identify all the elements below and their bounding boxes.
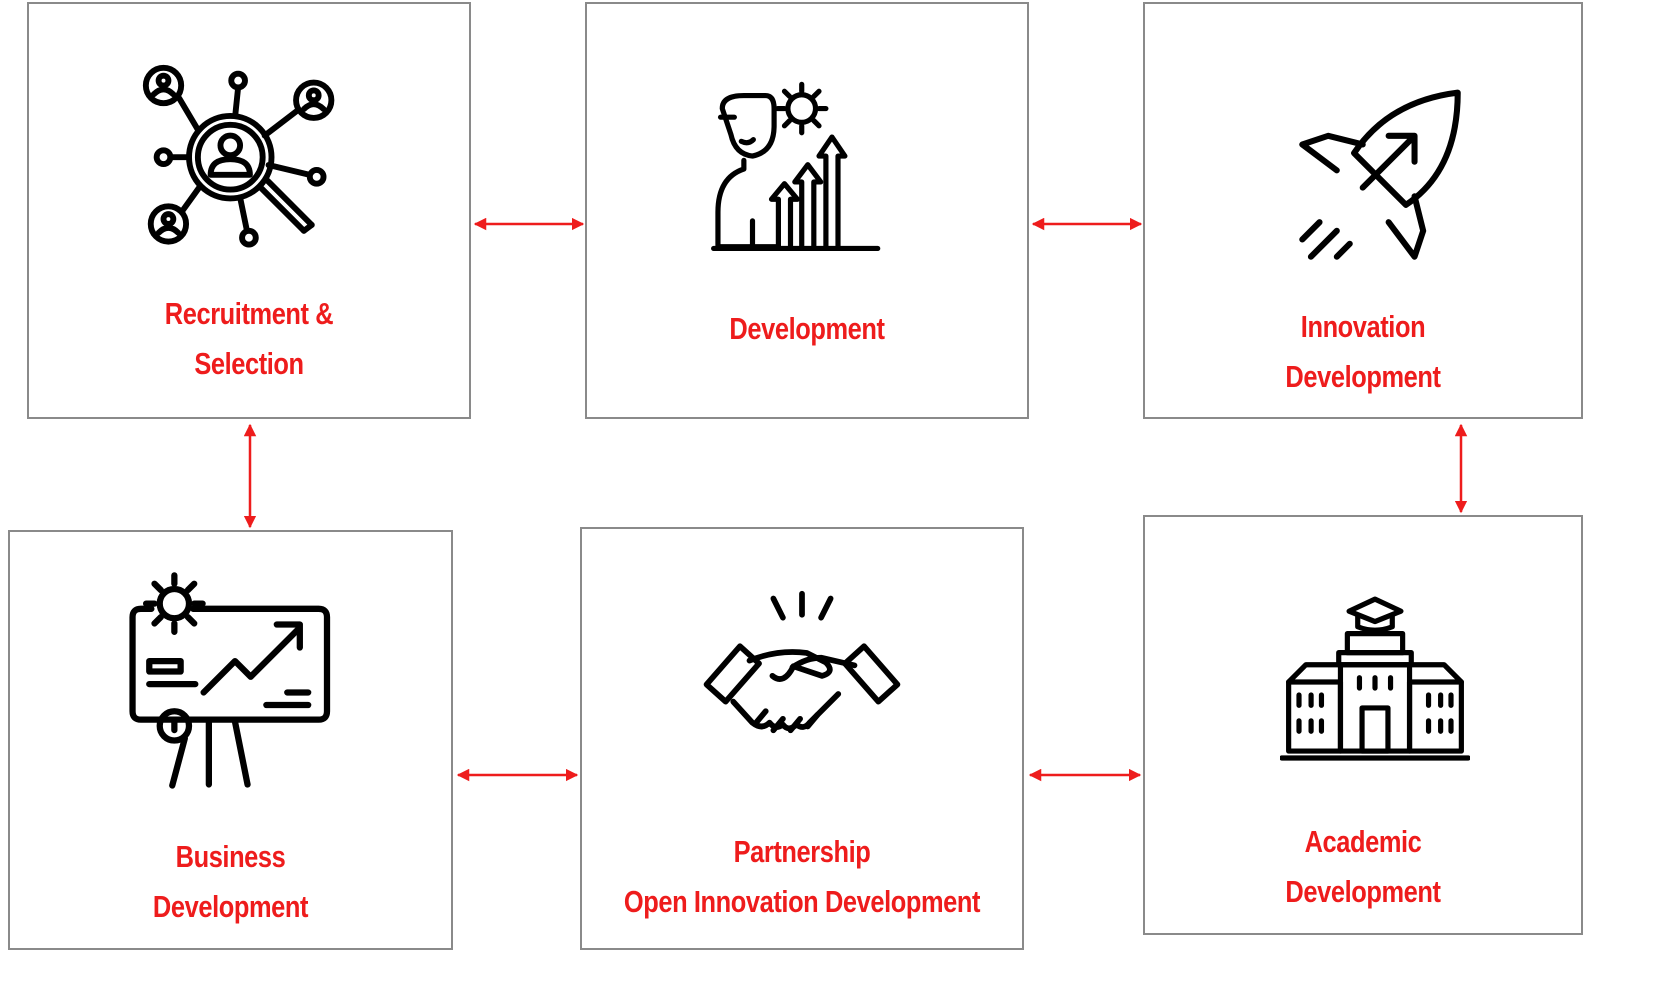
person-gear-growth-chart-icon — [711, 81, 881, 252]
rocket-icon — [1299, 89, 1461, 260]
node-label: Development — [729, 311, 885, 346]
node-label: Business Development — [152, 839, 309, 924]
node-label: Academic Development — [1285, 824, 1441, 909]
node-partnership: Partnership Open Innovation Development — [580, 527, 1024, 950]
handshake-icon — [703, 590, 901, 734]
node-recruitment: Recruitment & Selection — [27, 2, 471, 419]
node-academic: Academic Development — [1143, 515, 1583, 935]
node-label: Partnership Open Innovation Development — [623, 834, 981, 919]
presentation-board-chart-icon — [129, 572, 331, 789]
university-building-icon — [1280, 596, 1470, 761]
node-development: Development — [585, 2, 1029, 419]
node-business: Business Development — [8, 530, 453, 950]
node-label: Recruitment & Selection — [164, 296, 334, 381]
recruitment-network-search-icon — [142, 64, 335, 248]
node-innovation: Innovation Development — [1143, 2, 1583, 419]
node-label: Innovation Development — [1285, 309, 1441, 394]
